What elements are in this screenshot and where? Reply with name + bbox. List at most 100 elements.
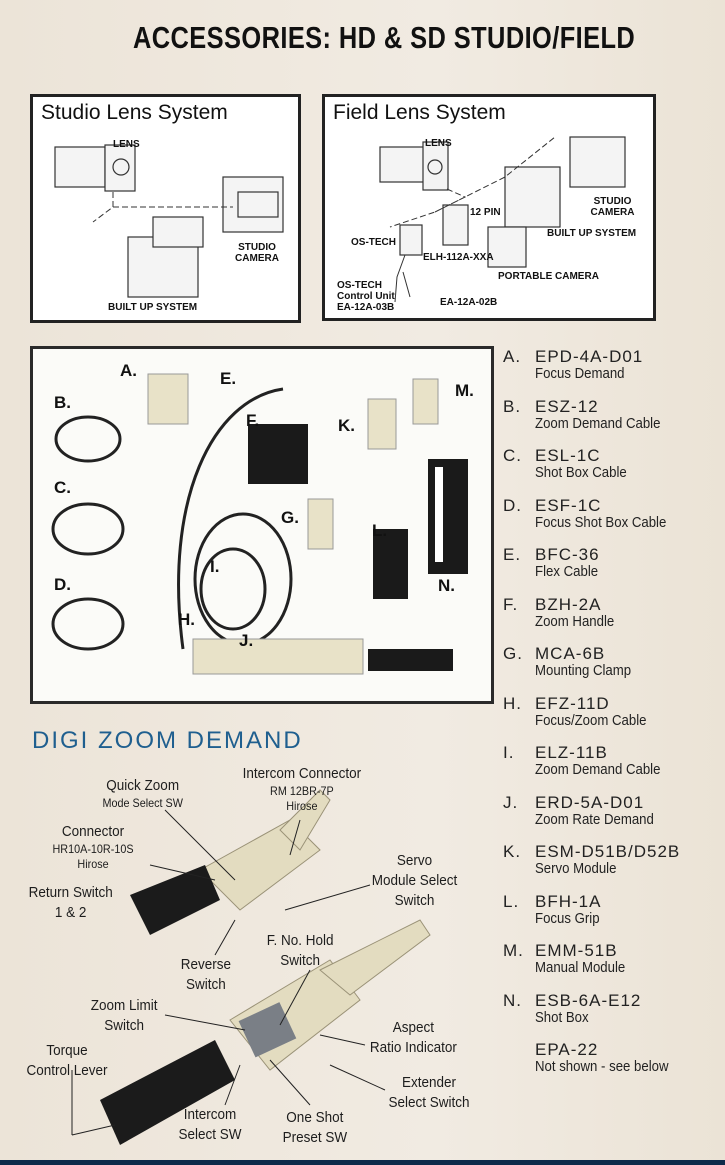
footer-bar — [0, 1160, 725, 1165]
accessory-model: ESB-6A-E12 — [535, 990, 642, 1010]
callout-line: Preset SW — [282, 1129, 348, 1146]
callout-line: Switch — [186, 976, 226, 993]
photo-label-l: L. — [372, 521, 388, 540]
accessory-description: Flex Cable — [535, 563, 599, 580]
accessory-code: H.EFZ-11D — [503, 694, 725, 713]
digi-zoom-demand-illustration — [71, 789, 431, 1145]
portable-camera-label: PORTABLE CAMERA — [498, 271, 599, 282]
accessory-code: A.EPD-4A-D01 — [503, 348, 725, 366]
accessory-model: EMM-51B — [535, 941, 618, 960]
accessory-model: BZH-2A — [535, 594, 602, 614]
accessory-description: Focus/Zoom Cable — [535, 711, 647, 729]
accessory-code: E.BFC-36 — [503, 546, 725, 564]
accessory-letter: G. — [503, 644, 523, 663]
accessory-code: C.ESL-1C — [503, 447, 725, 465]
callout-subline: Hirose — [286, 799, 318, 813]
accessory-description: Not shown - see below — [535, 1058, 669, 1075]
accessory-model: ESM-D51B/D52B — [535, 842, 681, 861]
accessory-letter: K. — [503, 842, 522, 861]
accessory-letter: F. — [503, 594, 519, 614]
accessory-description: Zoom Demand Cable — [535, 414, 661, 432]
accessory-model: MCA-6B — [535, 644, 606, 663]
accessory-code: F. BZH-2A — [503, 594, 725, 614]
accessory-code: K. ESM-D51B/D52B — [503, 843, 725, 861]
accessory-letter: N. — [503, 990, 522, 1010]
lens-label: LENS — [113, 139, 140, 150]
accessory-model: ESF-1C — [535, 495, 602, 515]
photo-label-d: D. — [54, 575, 71, 594]
accessory-description: Zoom Demand Cable — [535, 761, 661, 778]
callout-line: Aspect — [392, 1019, 434, 1036]
accessory-code: D.ESF-1C — [503, 495, 725, 515]
photo-label-f: F. — [246, 411, 260, 430]
callout-line: Return Switch — [28, 884, 113, 901]
callout-line: Extender — [402, 1074, 457, 1091]
accessory-letter: B. — [503, 396, 522, 416]
label-line: Control Unit — [337, 291, 395, 302]
accessory-letter: J. — [503, 792, 519, 812]
accessory-letter: M. — [503, 941, 524, 960]
callout-line: Switch — [280, 952, 320, 969]
callout-line: Connector — [61, 823, 125, 840]
photo-label-h: H. — [178, 610, 195, 629]
callout-line: One Shot — [286, 1109, 344, 1126]
callout-line: F. No. Hold — [266, 932, 334, 949]
accessory-model: ELZ-11B — [535, 743, 608, 762]
panel-title: Studio Lens System — [41, 101, 228, 124]
accessory-code: I. ELZ-11B — [503, 744, 725, 762]
accessory-model: ESL-1C — [535, 446, 601, 465]
callout-line: Select Switch — [388, 1094, 470, 1111]
elh-label: ELH-112A-XXA — [423, 252, 494, 263]
accessory-description: Manual Module — [535, 959, 626, 976]
accessory-description: Focus Grip — [535, 909, 600, 927]
accessory-code: G. MCA-6B — [503, 645, 725, 663]
photo-label-b: B. — [54, 393, 71, 412]
photo-label-m: M. — [455, 381, 474, 400]
label-line: OS-TECH — [337, 280, 382, 291]
accessory-model: ESZ-12 — [535, 396, 599, 416]
photo-label-k: K. — [338, 416, 355, 435]
accessories-photo: A. E. M. B. F. K. C. G. L. I. D. N. H. J… — [30, 346, 494, 704]
photo-label-j: J. — [239, 631, 254, 650]
accessory-code: J.ERD-5A-D01 — [503, 792, 725, 812]
accessory-description: Servo Module — [535, 860, 617, 877]
os-tech-label: OS-TECH — [351, 237, 396, 248]
callout-line: Switch — [394, 892, 435, 909]
callout-subline: Mode Select SW — [102, 796, 183, 810]
panel-title: Field Lens System — [333, 101, 506, 124]
label-line: EA-12A-03B — [337, 302, 395, 313]
accessory-letter: I. — [503, 743, 515, 762]
studio-diagram-illustration — [54, 144, 284, 298]
callout-line: Quick Zoom — [106, 777, 180, 794]
callout-line: Servo — [396, 852, 433, 869]
accessory-description: Zoom Handle — [535, 612, 615, 630]
accessory-letter: A. — [503, 347, 522, 366]
callout-line: Torque — [46, 1042, 88, 1059]
accessory-description: Focus Demand — [535, 365, 625, 382]
callout-line: Reverse — [180, 956, 232, 973]
accessory-description: Focus Shot Box Cable — [535, 513, 667, 531]
digi-zoom-demand-heading: DIGI ZOOM DEMAND — [32, 727, 303, 754]
page-title: ACCESSORIES: HD & SD STUDIO/FIELD — [133, 20, 636, 55]
